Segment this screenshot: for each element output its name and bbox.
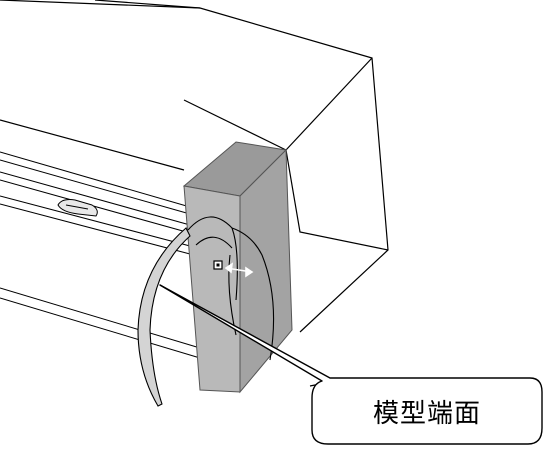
- callout-bubble: [159, 284, 543, 445]
- block-side-face: [239, 148, 293, 394]
- double-arrow-icon[interactable]: [224, 262, 254, 278]
- callout-label: 模型端面: [372, 398, 481, 429]
- guide-rail: [0, 151, 201, 359]
- rail-clip: [57, 199, 98, 217]
- pivot-handle-icon[interactable]: [213, 260, 223, 270]
- housing-wireframe: [0, 0, 389, 333]
- model-end-block[interactable]: [182, 141, 293, 394]
- swept-ribbon: [137, 227, 191, 407]
